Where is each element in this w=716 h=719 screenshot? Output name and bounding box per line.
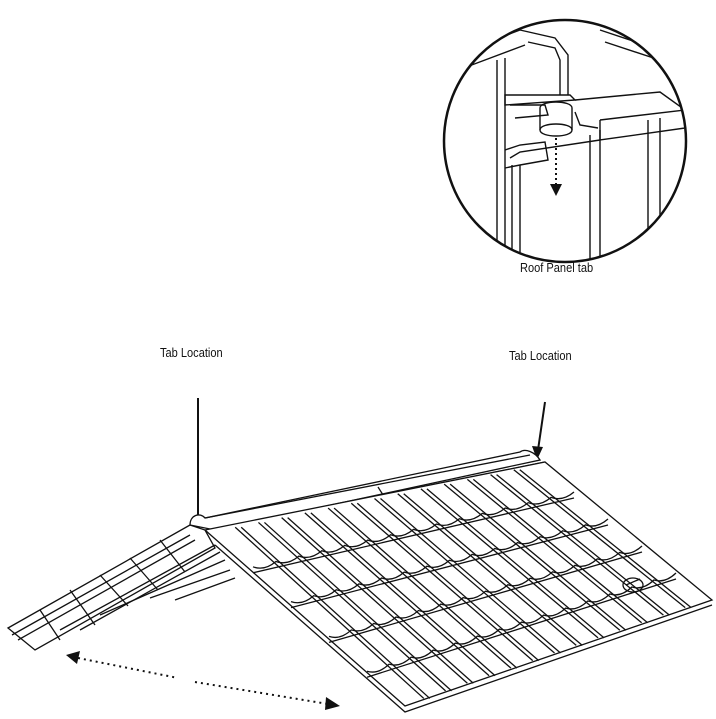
detail-caption: Roof Panel tab [520,260,593,275]
tab-location-label-right: Tab Location [509,348,572,363]
tab-location-label-left: Tab Location [160,345,223,360]
roof-assembly [8,450,712,712]
width-dimension-arrow [66,651,340,710]
magnified-detail [440,20,690,262]
